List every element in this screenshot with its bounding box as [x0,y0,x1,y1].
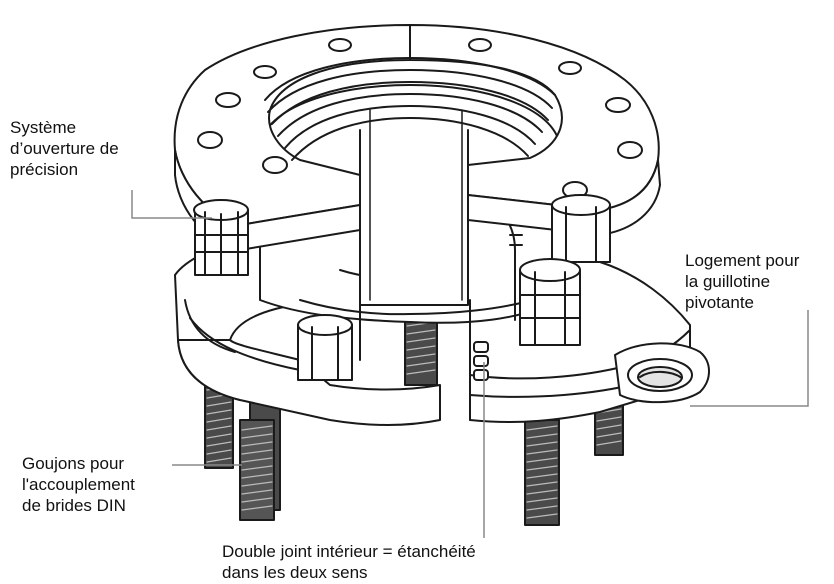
label-guillotine-housing: Logement pour la guillotine pivotante [685,251,800,312]
central-bore [259,84,561,421]
label-precision-opening-system: Système d’ouverture de précision [10,118,119,179]
label-double-inner-seal: Double joint intérieur = étanchéité dans… [222,542,476,582]
callout-leaders [131,190,809,538]
leader-precision [131,190,212,219]
label-din-studs: Goujons pour l'accouplement de brides DI… [22,454,135,515]
hex-nuts [193,194,611,381]
leader-guillotine [690,310,809,407]
